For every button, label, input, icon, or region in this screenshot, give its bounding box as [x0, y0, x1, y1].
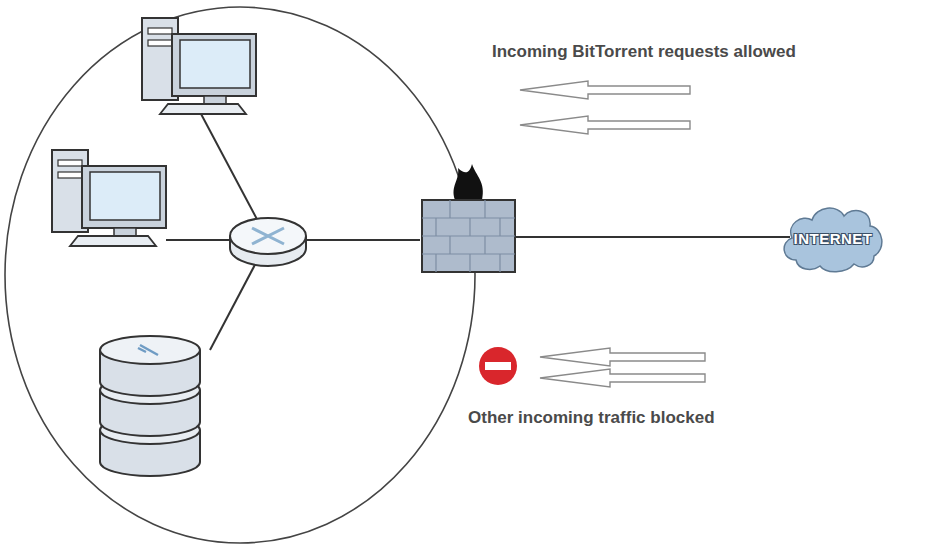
cloud-label: INTERNET — [794, 230, 873, 247]
router-icon — [230, 218, 306, 266]
network-boundary — [5, 7, 475, 543]
allowed-arrow — [520, 81, 690, 99]
allowed-arrow — [520, 116, 690, 134]
blocked-arrow — [540, 369, 705, 387]
internet-cloud: INTERNET — [778, 198, 888, 278]
traffic-note: Other incoming traffic blocked — [468, 408, 715, 428]
cloud-outline — [784, 208, 882, 272]
firewall-icon — [422, 164, 515, 272]
network-wire — [515, 236, 790, 238]
computer-icon — [142, 18, 256, 114]
database-server-icon — [100, 336, 200, 476]
computer-icon — [52, 150, 166, 246]
blocked-sign — [479, 347, 517, 385]
blocked-arrow — [540, 348, 705, 366]
traffic-note: Incoming BitTorrent requests allowed — [492, 42, 796, 62]
